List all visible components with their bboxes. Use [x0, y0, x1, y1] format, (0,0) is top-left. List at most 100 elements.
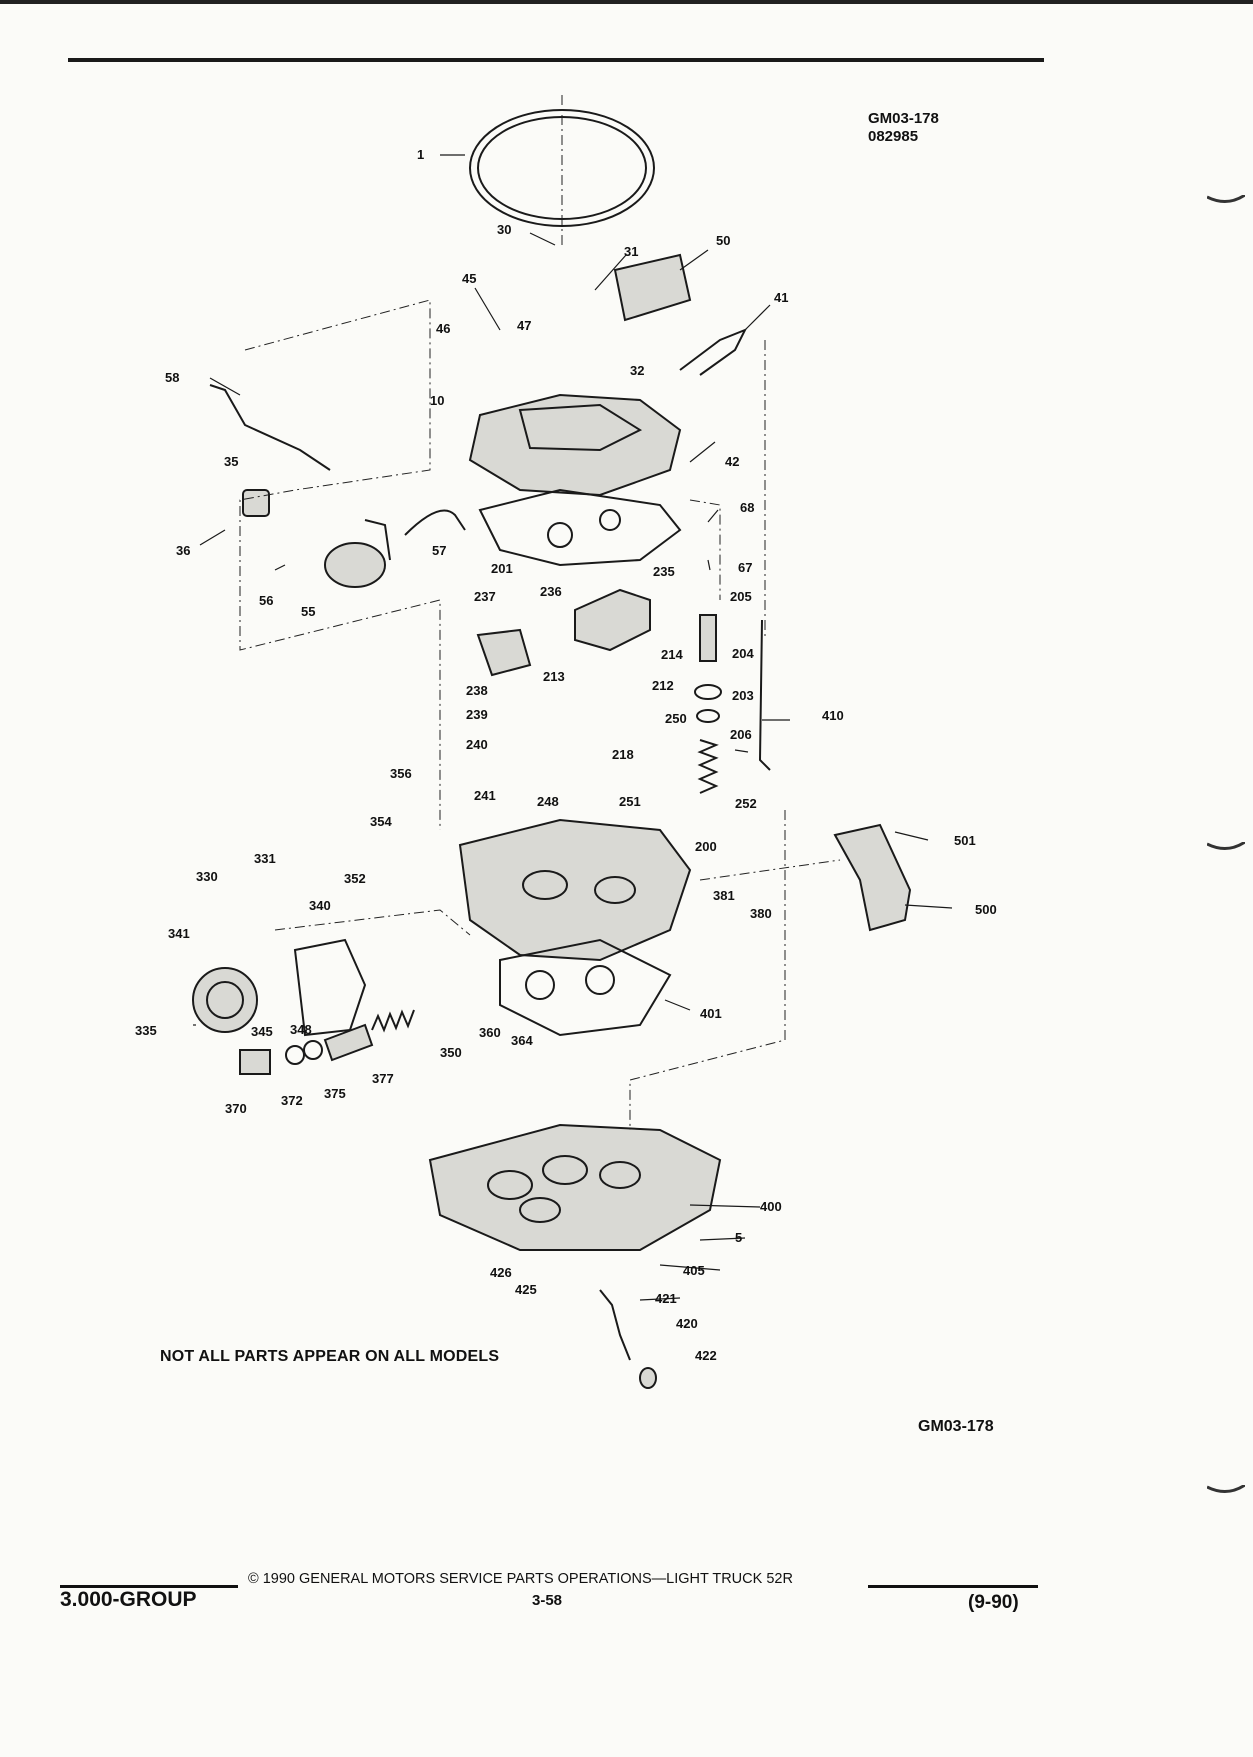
callout-381: 381 [713, 888, 735, 903]
float-bowl-200 [458, 818, 692, 962]
callout-237: 237 [474, 589, 496, 604]
figure-code: 082985 [868, 128, 919, 145]
callout-212: 212 [652, 678, 674, 693]
callout-68: 68 [740, 500, 754, 515]
callout-205: 205 [730, 589, 752, 604]
callout-218: 218 [612, 747, 634, 762]
callout-364: 364 [511, 1033, 533, 1048]
solenoid-237 [476, 628, 532, 677]
notice-text: NOT ALL PARTS APPEAR ON ALL MODELS [160, 1348, 500, 1365]
callout-241: 241 [474, 788, 496, 803]
callout-426: 426 [490, 1265, 512, 1280]
callout-214: 214 [661, 647, 683, 662]
callout-41: 41 [774, 290, 788, 305]
callout-35: 35 [224, 454, 238, 469]
header-rule [68, 58, 1044, 62]
callout-350: 350 [440, 1045, 462, 1060]
callout-57: 57 [432, 543, 446, 558]
spring-206 [697, 739, 719, 794]
callout-204: 204 [732, 646, 754, 661]
callout-335: 335 [135, 1023, 157, 1038]
callout-46: 46 [436, 321, 450, 336]
choke-cover-340 [293, 938, 367, 1037]
callout-341: 341 [168, 926, 190, 941]
page-top-edge [0, 0, 1253, 4]
lever-41 [679, 328, 748, 376]
callout-50: 50 [716, 233, 730, 248]
callout-248: 248 [537, 794, 559, 809]
callout-421: 421 [655, 1291, 677, 1306]
callout-340: 340 [309, 898, 331, 913]
callout-10: 10 [430, 393, 444, 408]
group-label: 3.000-GROUP [60, 1588, 197, 1611]
footer-rule-left [60, 1585, 238, 1588]
callout-36: 36 [176, 543, 190, 558]
page-number: 3-58 [532, 1592, 563, 1609]
callout-206: 206 [730, 727, 752, 742]
vacuum-break-55 [324, 542, 386, 588]
callout-330: 330 [196, 869, 218, 884]
callout-67: 67 [738, 560, 752, 575]
callout-47: 47 [517, 318, 531, 333]
callout-400: 400 [760, 1199, 782, 1214]
callout-410: 410 [822, 708, 844, 723]
callout-422: 422 [695, 1348, 717, 1363]
idle-speed-actuator-500 [833, 823, 912, 932]
callout-356: 356 [390, 766, 412, 781]
filter-375 [323, 1023, 374, 1062]
callout-331: 331 [254, 851, 276, 866]
rod-410 [758, 619, 771, 771]
callout-501: 501 [954, 833, 976, 848]
spring-377 [371, 1009, 415, 1033]
callout-360: 360 [479, 1025, 501, 1040]
callout-401: 401 [700, 1006, 722, 1021]
callout-32: 32 [630, 363, 644, 378]
bracket-50 [613, 253, 692, 322]
callout-56: 56 [259, 593, 273, 608]
callout-500: 500 [975, 902, 997, 917]
binder-hole-mark-bottom [1207, 1485, 1245, 1493]
figure-id-block: GM03-178 082985 [868, 110, 939, 146]
callout-5: 5 [735, 1230, 742, 1245]
callout-251: 251 [619, 794, 641, 809]
air-horn-gasket [478, 488, 682, 567]
choke-housing-335 [192, 967, 258, 1033]
callout-58: 58 [165, 370, 179, 385]
figure-footer-id: GM03-178 [918, 1418, 994, 1435]
callout-235: 235 [653, 564, 675, 579]
callout-203: 203 [732, 688, 754, 703]
callout-377: 377 [372, 1071, 394, 1086]
choke-35 [242, 489, 270, 517]
callout-240: 240 [466, 737, 488, 752]
callout-236: 236 [540, 584, 562, 599]
callout-42: 42 [725, 454, 739, 469]
cover-235 [574, 588, 651, 652]
callout-420: 420 [676, 1316, 698, 1331]
idle-screw-420 [599, 1289, 631, 1361]
fitting-370 [239, 1049, 271, 1075]
power-piston-205 [699, 614, 717, 662]
callout-370: 370 [225, 1101, 247, 1116]
callout-31: 31 [624, 244, 638, 259]
callout-375: 375 [324, 1086, 346, 1101]
callout-348: 348 [290, 1022, 312, 1037]
air-cleaner-gasket [469, 109, 655, 227]
air-horn [468, 393, 682, 497]
rod-58 [209, 384, 331, 471]
callout-213: 213 [543, 669, 565, 684]
callout-345: 345 [251, 1024, 273, 1039]
base-gasket-401 [499, 938, 672, 1037]
callout-201: 201 [491, 561, 513, 576]
callout-352: 352 [344, 871, 366, 886]
revision-date: (9-90) [968, 1592, 1019, 1613]
throttle-body-400 [428, 1123, 722, 1251]
callout-250: 250 [665, 711, 687, 726]
callout-200: 200 [695, 839, 717, 854]
callout-252: 252 [735, 796, 757, 811]
callout-1: 1 [417, 147, 424, 162]
callout-55: 55 [301, 604, 315, 619]
callout-380: 380 [750, 906, 772, 921]
callout-45: 45 [462, 271, 476, 286]
callout-425: 425 [515, 1282, 537, 1297]
